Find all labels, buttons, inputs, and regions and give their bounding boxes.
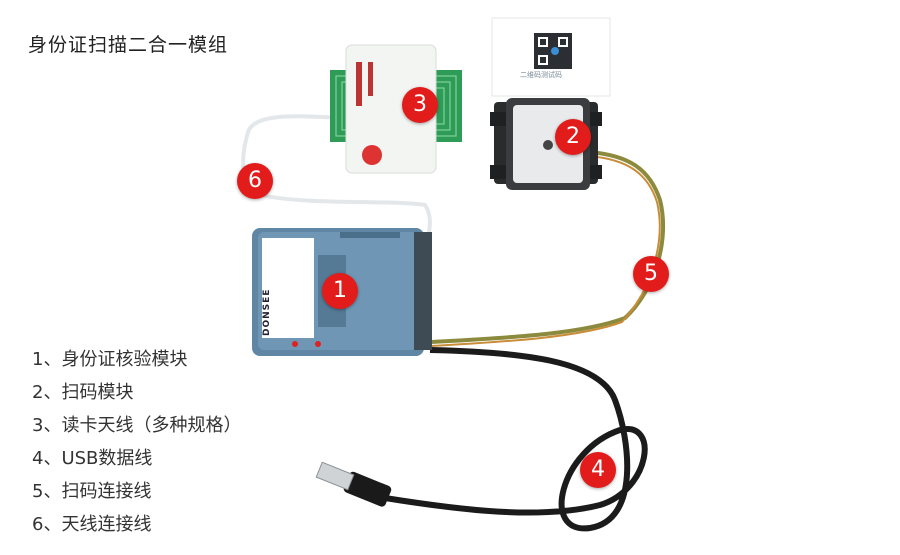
legend-item: 6、天线连接线 [32, 514, 152, 535]
usb-plug [315, 461, 392, 507]
badge-1: 1 [322, 273, 358, 309]
legend-item: 1、身份证核验模块 [32, 349, 188, 370]
legend-item: 5、扫码连接线 [32, 481, 152, 502]
badge-4: 4 [580, 452, 616, 488]
component-legend: 1、身份证核验模块 2、扫码模块 3、读卡天线（多种规格） 4、USB数据线 5… [32, 343, 241, 541]
legend-item: 2、扫码模块 [32, 382, 134, 403]
page-title: 身份证扫描二合一模组 [28, 34, 229, 56]
legend-item: 4、USB数据线 [32, 448, 153, 469]
qr-code-card [491, 17, 611, 97]
id-card-antenna [330, 44, 462, 174]
device-brand-label: DONSEE [262, 288, 272, 336]
badge-6: 6 [237, 163, 273, 199]
badge-3: 3 [402, 87, 438, 123]
legend-item: 3、读卡天线（多种规格） [32, 415, 242, 436]
badge-2: 2 [555, 119, 591, 155]
qr-caption: 二维码测试码 [520, 71, 562, 79]
badge-5: 5 [633, 256, 669, 292]
usb-cable [384, 347, 648, 532]
